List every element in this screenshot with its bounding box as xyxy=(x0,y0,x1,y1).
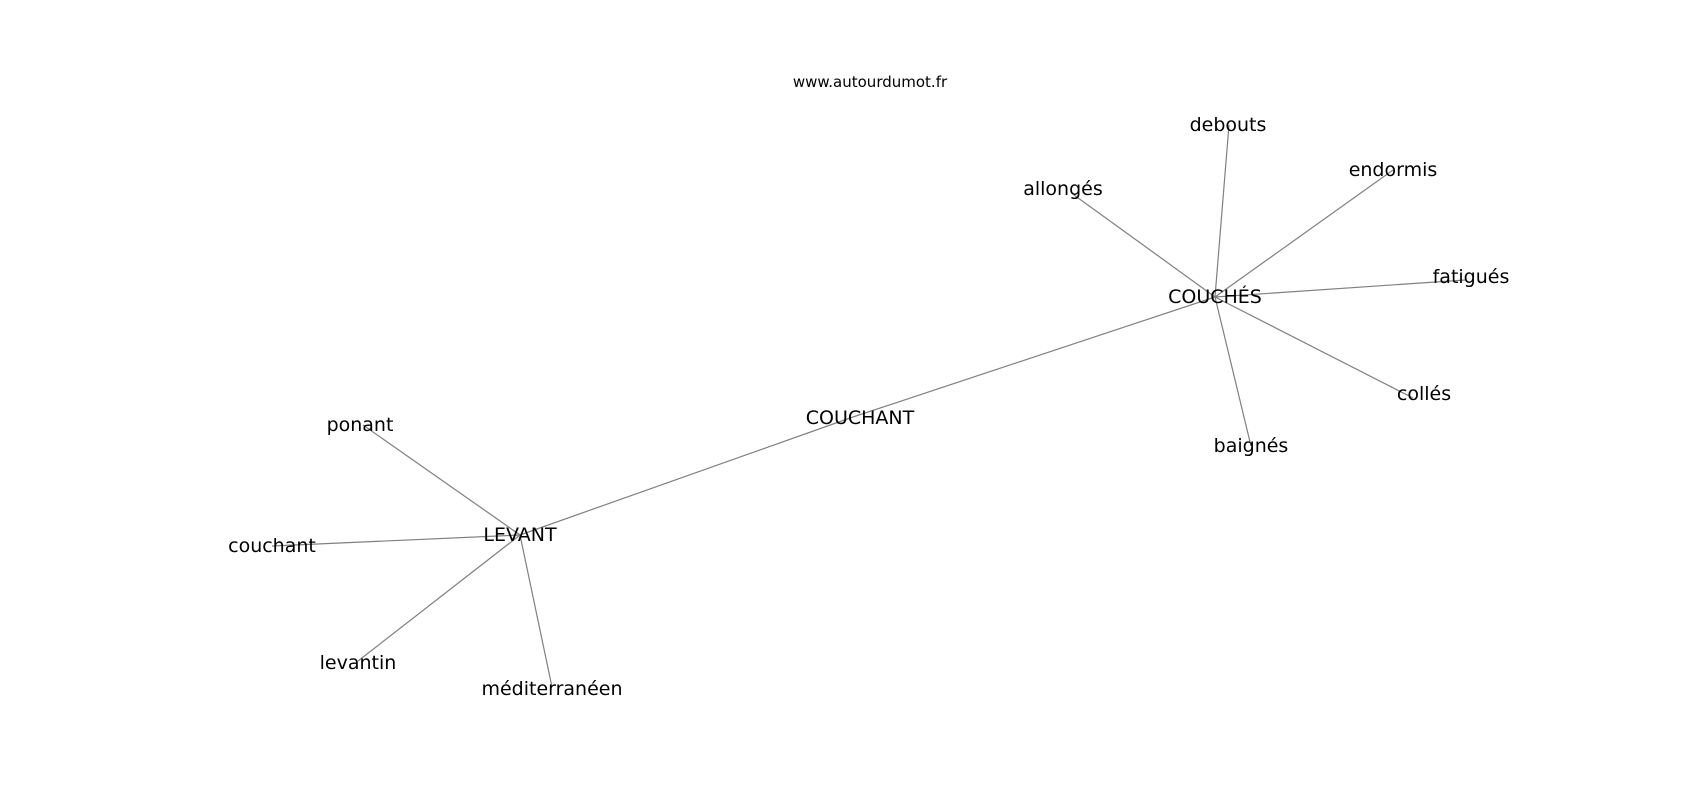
edge-couches-allonges xyxy=(1073,194,1216,298)
edge-couches-debouts xyxy=(1214,124,1230,298)
node-baignes: baignés xyxy=(1214,435,1289,457)
node-fatigues: fatigués xyxy=(1433,266,1510,288)
node-allonges: allongés xyxy=(1023,178,1103,200)
node-mediterraneen: méditerranéen xyxy=(481,678,622,700)
node-endormis: endormis xyxy=(1349,159,1438,181)
edge-couches-endormis xyxy=(1214,169,1394,298)
edge-levant-mediterraneen xyxy=(519,534,553,688)
graph-edges xyxy=(271,124,1466,688)
node-debouts: debouts xyxy=(1190,114,1267,136)
source-watermark: www.autourdumot.fr xyxy=(793,73,948,91)
edge-couchant_center-couches xyxy=(849,296,1216,419)
edge-couchant_center-levant xyxy=(519,417,851,536)
node-couches: COUCHÉS xyxy=(1168,285,1262,308)
node-ponant: ponant xyxy=(327,414,394,436)
edge-couches-baignes xyxy=(1214,296,1252,447)
node-couchant: couchant xyxy=(228,535,316,557)
edge-couches-fatigues xyxy=(1214,279,1466,298)
edge-couches-colles xyxy=(1214,296,1414,399)
edge-levant-couchant xyxy=(271,534,521,547)
node-colles: collés xyxy=(1397,383,1451,405)
edge-levant-ponant xyxy=(362,424,521,536)
node-levantin: levantin xyxy=(320,652,397,674)
edge-levant-levantin xyxy=(357,534,521,662)
node-levant: LEVANT xyxy=(483,524,557,546)
node-couchant_center: COUCHANT xyxy=(806,407,915,429)
graph-node-labels: COUCHANT COUCHÉS LEVANT debouts endormis allo… xyxy=(228,114,1509,700)
